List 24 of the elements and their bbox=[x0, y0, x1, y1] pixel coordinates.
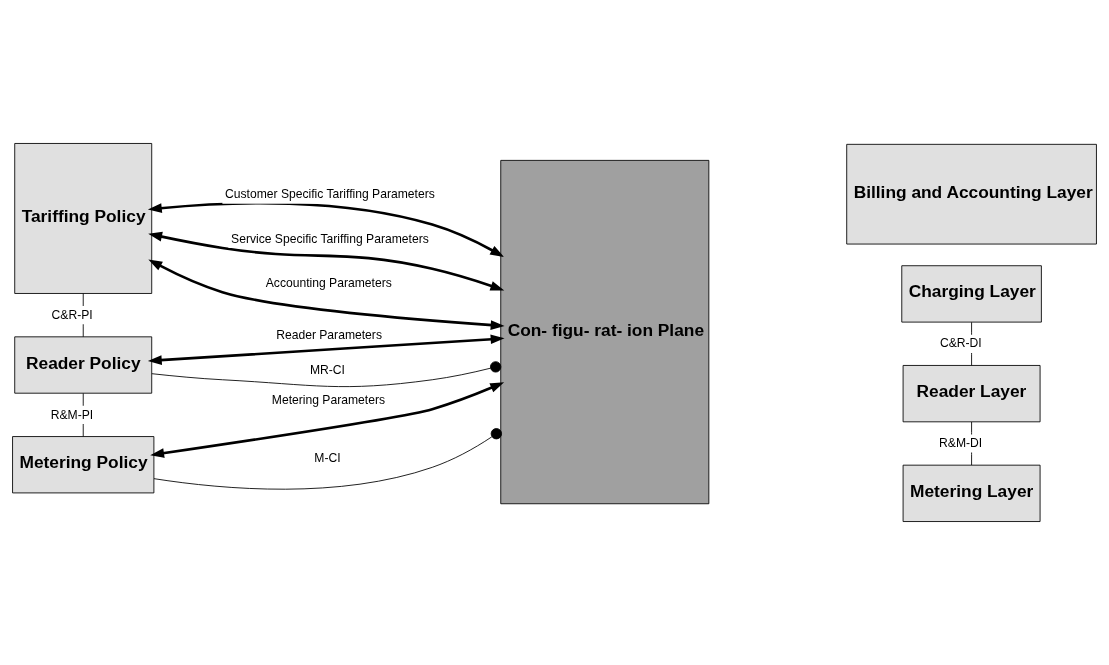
edge-label: Accounting Parameters bbox=[265, 275, 392, 290]
node-box: Reader Policy bbox=[14, 336, 153, 394]
node-box: Billing and Accounting Layer bbox=[846, 143, 1097, 245]
node-box: Con- figu- rat- ion Plane bbox=[500, 159, 710, 505]
node-box: Tariffing Policy bbox=[14, 143, 153, 294]
edge-label: Metering Parameters bbox=[271, 392, 386, 407]
node-box: Metering Layer bbox=[902, 464, 1041, 522]
edge-label: MR-CI bbox=[309, 363, 345, 378]
edge-label: R&M-PI bbox=[50, 407, 94, 422]
connector bbox=[153, 428, 502, 490]
edge-label: Service Specific Tariffing Parameters bbox=[231, 231, 429, 246]
arrow bbox=[150, 382, 505, 458]
edge-label: M-CI bbox=[314, 450, 341, 465]
node-box: Reader Layer bbox=[902, 365, 1041, 423]
node-box: Charging Layer bbox=[901, 265, 1042, 323]
edge-label: R&M-DI bbox=[939, 436, 983, 451]
arrow bbox=[147, 202, 505, 257]
edge-label: Customer Specific Tariffing Parameters bbox=[225, 187, 435, 202]
arrow bbox=[147, 334, 505, 365]
arrow bbox=[148, 259, 505, 330]
edge-label: C&R-PI bbox=[51, 307, 93, 322]
node-box: Metering Policy bbox=[12, 436, 155, 494]
edge-label: Reader Parameters bbox=[276, 327, 382, 342]
edge-label: C&R-DI bbox=[939, 336, 982, 351]
